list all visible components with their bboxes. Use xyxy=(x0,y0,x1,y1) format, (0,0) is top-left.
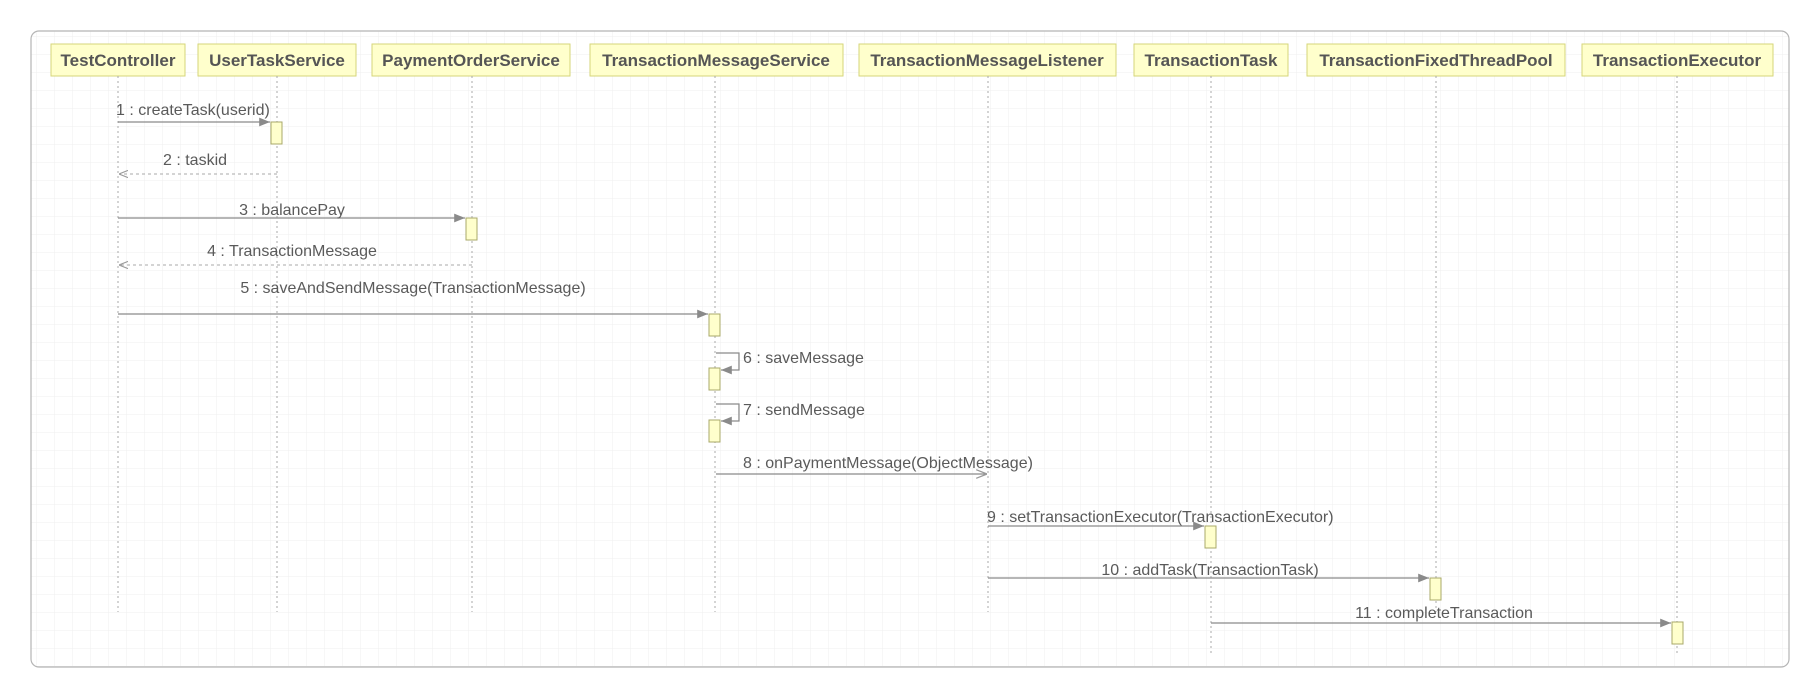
lifeline[interactable]: PaymentOrderService xyxy=(371,43,571,612)
message[interactable]: 8 : onPaymentMessage(ObjectMessage) xyxy=(716,455,1033,474)
lifeline[interactable]: TransactionTask xyxy=(1133,43,1289,656)
message-label: 7 : sendMessage xyxy=(743,402,865,419)
message[interactable]: 2 : taskid xyxy=(119,152,277,174)
activation-bar xyxy=(270,121,283,145)
lifeline-title: TransactionMessageListener xyxy=(870,51,1104,70)
lifeline[interactable]: TestController xyxy=(50,43,186,612)
lifeline[interactable]: TransactionFixedThreadPool xyxy=(1306,43,1566,612)
activation-bar xyxy=(465,217,478,241)
message[interactable]: 7 : sendMessage xyxy=(716,402,865,426)
lifeline-title: TransactionMessageService xyxy=(602,51,830,70)
message[interactable]: 3 : balancePay xyxy=(118,202,465,223)
messages-layer: 1 : createTask(userid) 2 : taskid 3 : ba… xyxy=(116,102,1671,628)
lifeline-title: TransactionTask xyxy=(1145,51,1278,70)
lifeline-head[interactable] xyxy=(1581,43,1774,77)
message[interactable]: 6 : saveMessage xyxy=(716,350,864,375)
message[interactable]: 10 : addTask(TransactionTask) xyxy=(988,562,1429,583)
lifeline-title: TransactionExecutor xyxy=(1593,51,1762,70)
activation-bar xyxy=(708,367,721,391)
message-label: 6 : saveMessage xyxy=(743,350,864,367)
message-label: 2 : taskid xyxy=(163,152,227,169)
message-label: 9 : setTransactionExecutor(TransactionEx… xyxy=(987,509,1334,526)
lifeline-head[interactable] xyxy=(371,43,571,77)
lifeline-title: UserTaskService xyxy=(209,51,345,70)
lifeline-head[interactable] xyxy=(50,43,186,77)
message-arrow[interactable] xyxy=(716,352,740,375)
message-label: 8 : onPaymentMessage(ObjectMessage) xyxy=(743,455,1033,472)
lifeline[interactable]: TransactionExecutor xyxy=(1581,43,1774,656)
lifeline-title: TransactionFixedThreadPool xyxy=(1319,51,1552,70)
lifeline-head[interactable] xyxy=(858,43,1117,77)
message[interactable]: 4 : TransactionMessage xyxy=(119,243,472,265)
message-label: 5 : saveAndSendMessage(TransactionMessag… xyxy=(240,280,585,297)
lifeline[interactable]: TransactionMessageService xyxy=(589,43,844,612)
lifeline-title: PaymentOrderService xyxy=(382,51,560,70)
activations-layer xyxy=(270,121,1684,645)
message-label: 1 : createTask(userid) xyxy=(116,102,270,119)
lifeline[interactable]: UserTaskService xyxy=(197,43,357,612)
message-label: 3 : balancePay xyxy=(239,202,345,219)
message-label: 11 : completeTransaction xyxy=(1355,605,1533,622)
lifeline[interactable]: TransactionMessageListener xyxy=(858,43,1117,612)
message[interactable]: 1 : createTask(userid) xyxy=(116,102,270,127)
message-label: 10 : addTask(TransactionTask) xyxy=(1101,562,1318,579)
activation-bar xyxy=(708,419,721,443)
lifeline-head[interactable] xyxy=(589,43,844,77)
activation-bar xyxy=(708,313,721,337)
message[interactable]: 11 : completeTransaction xyxy=(1211,605,1671,628)
message[interactable]: 9 : setTransactionExecutor(TransactionEx… xyxy=(987,509,1334,531)
message[interactable]: 5 : saveAndSendMessage(TransactionMessag… xyxy=(118,280,708,319)
message-arrow[interactable] xyxy=(716,403,740,426)
diagram-frame xyxy=(30,30,1790,668)
lifeline-head[interactable] xyxy=(1306,43,1566,77)
message-label: 4 : TransactionMessage xyxy=(207,243,377,260)
activation-bar xyxy=(1204,525,1217,549)
activation-bar xyxy=(1429,577,1442,601)
activation-bar xyxy=(1671,621,1684,645)
lifelines-layer: TestController UserTaskService PaymentOr… xyxy=(50,43,1774,656)
lifeline-title: TestController xyxy=(61,51,176,70)
